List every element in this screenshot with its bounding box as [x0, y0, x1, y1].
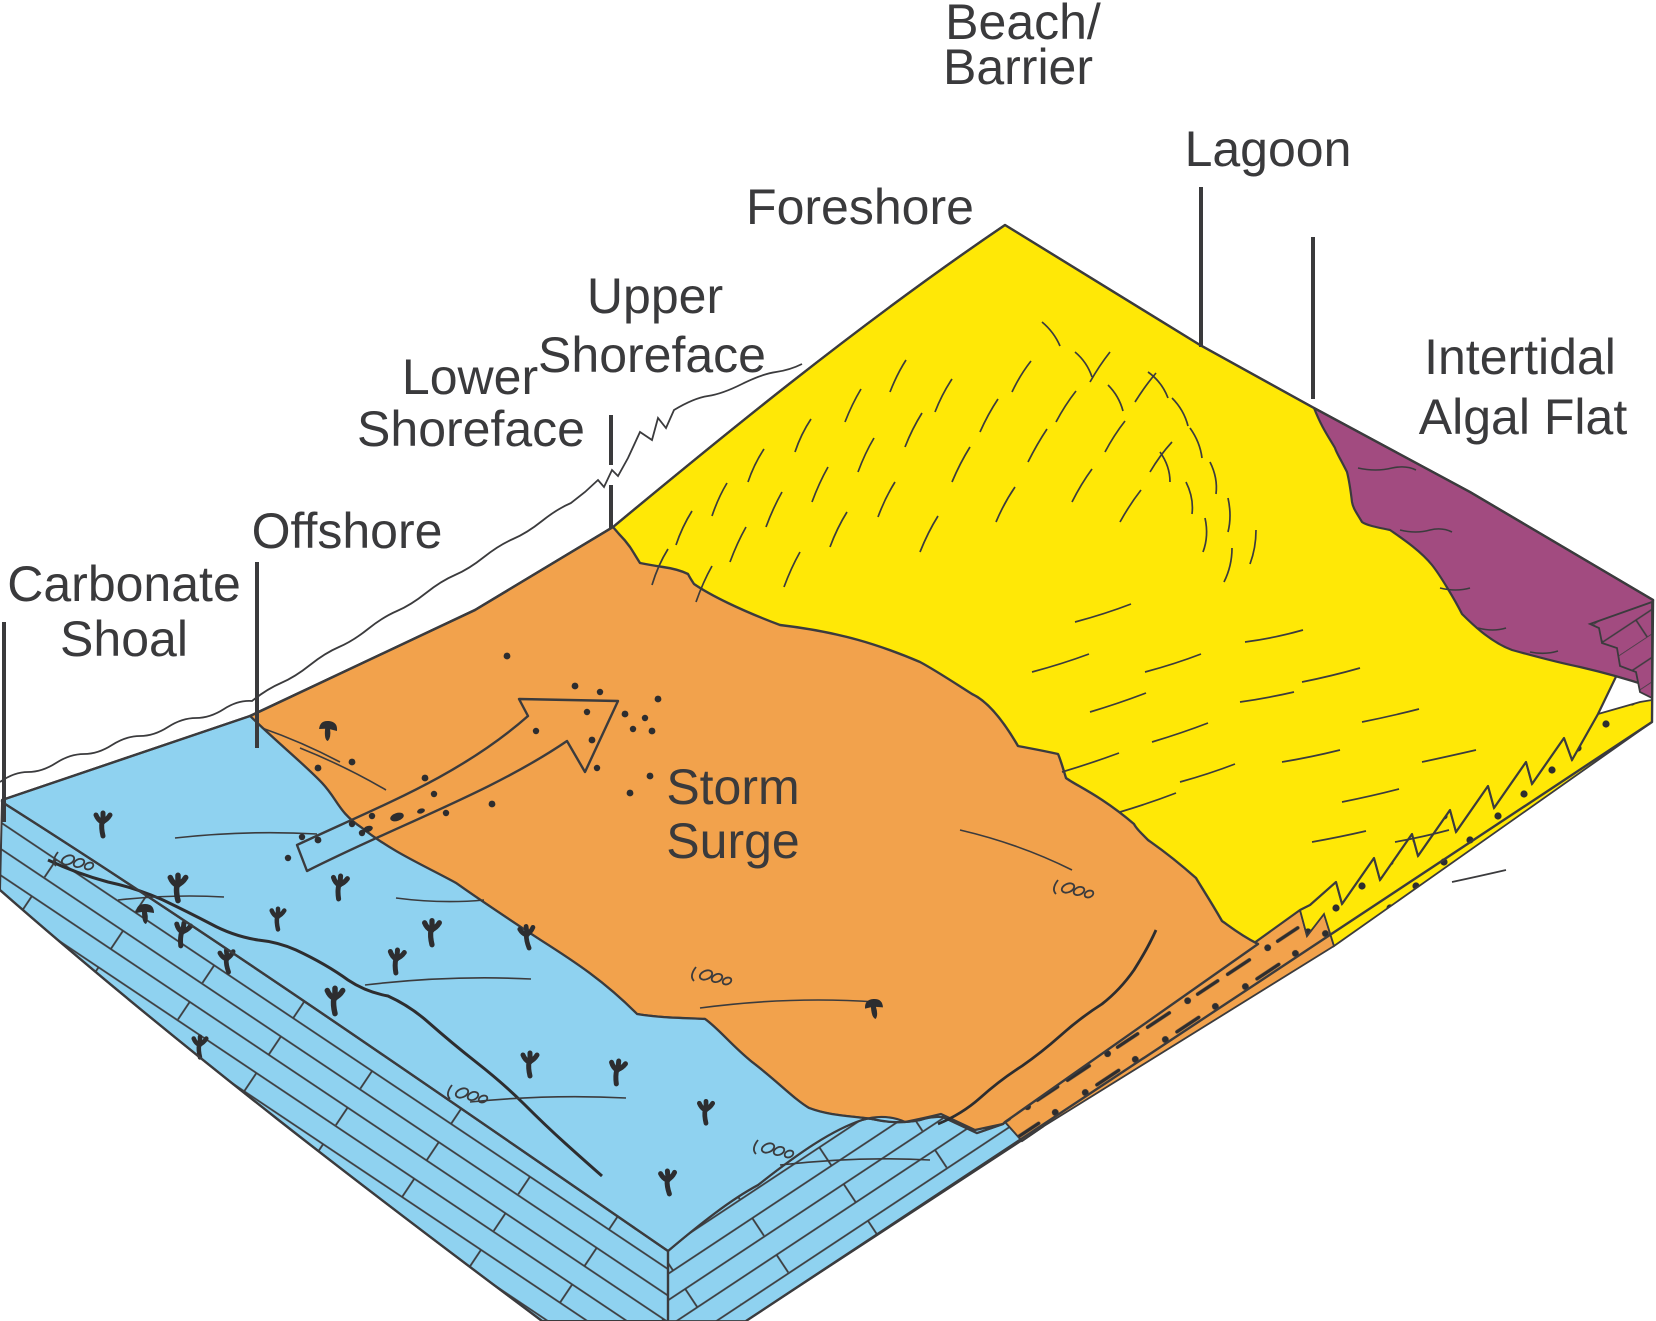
label-intertidal-algal-flat-line1: Intertidal: [1424, 329, 1616, 385]
label-lower-shoreface-line2: Shoreface: [357, 401, 585, 457]
label-storm-surge-line1: Storm: [666, 759, 799, 815]
block-outline: [0, 223, 1655, 1321]
label-ticks: [2, 187, 1315, 822]
surge-wavy-contour: [937, 929, 1158, 1126]
region-algal-flat-surface: [1312, 406, 1655, 688]
lagoon-strokes: [1147, 371, 1257, 583]
storm-surge-arrow: [295, 697, 620, 873]
label-offshore: Offshore: [252, 503, 443, 559]
surge-streamlines: [261, 727, 1073, 903]
region-carbonate-offshore-surface: [0, 714, 1005, 1253]
label-lagoon: Lagoon: [1185, 121, 1352, 177]
shoal-wavy-contour: [47, 858, 603, 1178]
label-beach-barrier-line2: Barrier: [943, 39, 1093, 95]
label-beach-barrier-line1: Beach/: [945, 0, 1101, 50]
depositional-profile-line: [0, 363, 803, 783]
label-storm-surge-line2: Surge: [666, 813, 799, 869]
label-carbonate-shoal-line1: Carbonate: [7, 556, 241, 612]
label-upper-shoreface-line2: Shoreface: [538, 327, 766, 383]
label-foreshore: Foreshore: [746, 179, 974, 235]
barrier-strokes: [1031, 321, 1507, 883]
label-upper-shoreface-line1: Upper: [587, 268, 723, 324]
label-lower-shoreface-line1: Lower: [402, 349, 538, 405]
label-carbonate-shoal-line2: Shoal: [60, 611, 188, 667]
environment-labels: Beach/ Barrier Lagoon Foreshore Upper Sh…: [7, 0, 1627, 869]
algal-flat-strokes: [1357, 466, 1559, 655]
dune-strokes: [651, 351, 1173, 603]
block-right-face: [667, 698, 1653, 1321]
offshore-streamlines: [117, 831, 931, 1166]
label-intertidal-algal-flat-line2: Algal Flat: [1419, 389, 1628, 445]
sediment-dots: [284, 652, 662, 862]
